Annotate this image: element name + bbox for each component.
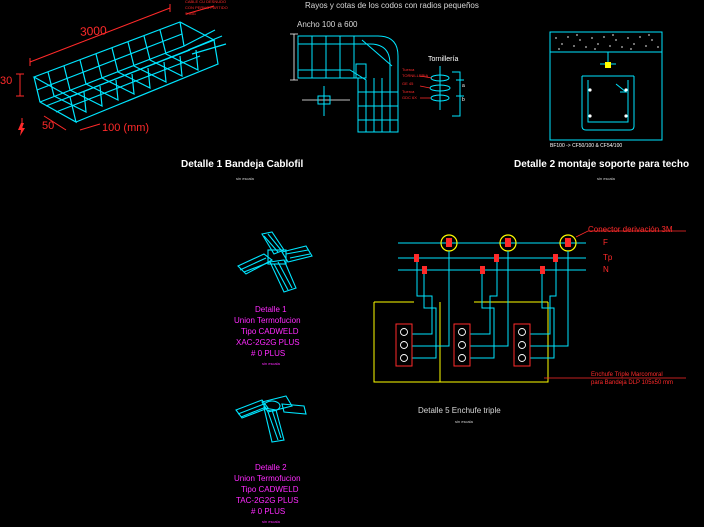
connector-leader	[575, 230, 686, 238]
dim-width-a: 50	[42, 120, 55, 132]
detail1-title: Detalle 1 Bandeja Cablofil	[181, 159, 304, 170]
mount-bolts	[588, 88, 628, 118]
detail1-scale: sin escala	[236, 176, 254, 181]
dim-height: 30	[0, 75, 13, 87]
elbow-side-a: a	[462, 83, 465, 89]
hw-item-1: Tuerca	[402, 67, 415, 72]
detail5-scale: sin escala	[455, 419, 473, 424]
tray-note-2: CON PERNO PARTIDO	[185, 5, 228, 10]
ceiling-concrete-hatch	[555, 34, 659, 50]
elbow-width-label: Ancho 100 a 600	[297, 20, 358, 29]
hardware-title: Tornillería	[428, 56, 459, 63]
lightning-icon	[18, 123, 25, 136]
tee-caption-5: # 0 PLUS	[251, 507, 286, 516]
cross-caption-4: XAC-2G2G PLUS	[236, 338, 300, 347]
elbow-side-b: b	[462, 97, 465, 103]
top-title: Rayos y cotas de los codos con radios pe…	[305, 1, 479, 10]
box-note-2: para Bandeja DLP 105x50 mm	[591, 380, 673, 386]
ceiling-mount-frame	[549, 31, 663, 141]
sockets	[395, 323, 531, 367]
cross-joint-drawing	[237, 231, 313, 293]
socket-wires	[412, 251, 569, 359]
connector-label: Conector derivación 3M	[588, 225, 673, 234]
hw-item-2: TORNILLERIA	[402, 73, 429, 78]
tee-joint-drawing	[235, 395, 307, 443]
cross-caption-scale: sin escala	[262, 361, 280, 366]
tee-caption-2: Union Termofucion	[234, 474, 301, 483]
cross-caption-1: Detalle 1	[255, 305, 287, 314]
bolt-icon	[317, 86, 331, 116]
tray-note-1: CABLE CU DESNUDO	[185, 0, 227, 4]
connector-taps	[414, 238, 571, 274]
tee-caption-3: Tipo CADWELD	[241, 485, 299, 494]
detail2-scale: sin escala	[597, 176, 615, 181]
hw-item-3: GE 45	[402, 81, 414, 86]
socket-box	[373, 301, 549, 383]
hw-item-5: GDC 6X	[402, 95, 417, 100]
box-note-1: Enchufe Triple Marcomoral	[591, 372, 663, 378]
hardware-drawing	[429, 66, 464, 117]
detail5-title: Detalle 5 Enchufe triple	[418, 406, 501, 415]
detail2-models: BF100 -> CF50/100 & CF54/100	[550, 143, 623, 149]
ceiling-anchor	[605, 62, 611, 68]
elbow-dimensions	[290, 33, 350, 112]
socket-outlets	[400, 328, 526, 362]
dim-length: 3000	[79, 23, 108, 39]
tee-caption-1: Detalle 2	[255, 463, 287, 472]
hw-item-4: Tuerca	[402, 89, 415, 94]
detail2-title: Detalle 2 montaje soporte para techo	[514, 159, 690, 170]
line-n-label: N	[603, 265, 609, 274]
cross-caption-5: # 0 PLUS	[251, 349, 286, 358]
line-tp-label: Tp	[603, 253, 613, 262]
cable-tray-drawing	[32, 21, 227, 124]
cross-caption-3: Tipo CADWELD	[241, 327, 299, 336]
dim-width-b: 100 (mm)	[102, 122, 150, 134]
elbow-drawing	[297, 35, 399, 133]
tee-caption-4: TAC-2G2G PLUS	[236, 496, 299, 505]
hardware-leaders	[419, 75, 433, 99]
tray-note-3: S.ING	[185, 11, 196, 16]
tee-caption-scale: sin escala	[262, 519, 280, 524]
cable-tray-dimensions	[16, 4, 215, 131]
line-f-label: F	[603, 238, 608, 247]
cross-caption-2: Union Termofucion	[234, 316, 301, 325]
